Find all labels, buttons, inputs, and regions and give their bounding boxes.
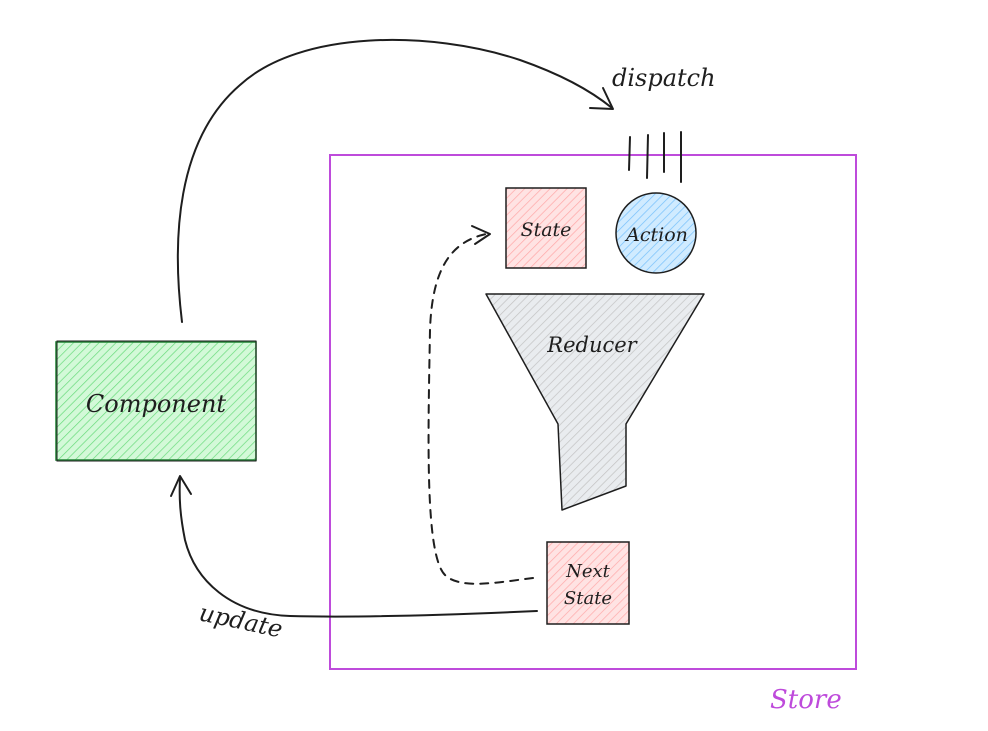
dispatch-arrow [176, 38, 613, 323]
next-state-label-line2: State [564, 588, 612, 609]
update-arrowhead-icon [170, 475, 192, 497]
reducer-funnel[interactable] [485, 293, 705, 511]
state-box[interactable] [505, 187, 587, 269]
component-label: Component [86, 390, 227, 418]
state-label: State [521, 219, 572, 241]
store-label: Store [770, 685, 842, 715]
next-state-label-line1: Next [565, 561, 611, 582]
action-circle[interactable] [615, 192, 697, 274]
action-label: Action [624, 224, 688, 246]
next-state-to-state-arrowhead-icon [471, 225, 491, 245]
next-state-to-state-arrow [427, 233, 534, 585]
component-box-outline [56, 340, 257, 462]
component-box[interactable] [55, 341, 257, 461]
update-arrow [178, 477, 538, 618]
next-state-box[interactable] [546, 541, 630, 625]
dispatch-arrowhead-icon [589, 87, 614, 110]
store-box [329, 154, 857, 670]
motion-lines-icon [628, 131, 682, 183]
dispatch-label: dispatch [612, 64, 716, 92]
reducer-label: Reducer [546, 333, 638, 357]
